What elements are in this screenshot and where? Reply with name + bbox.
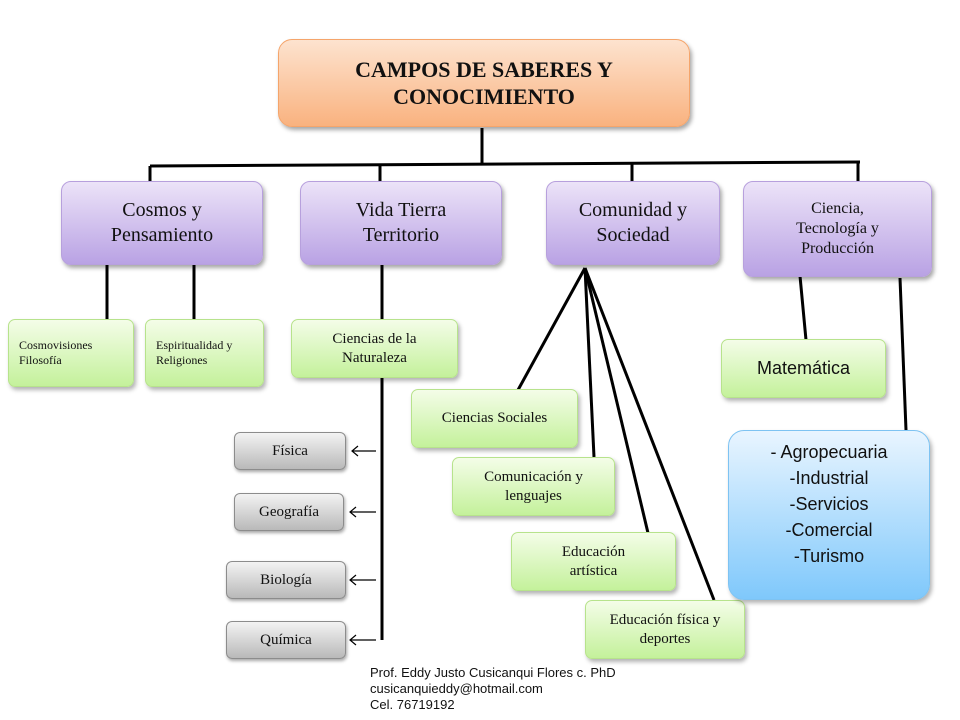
subject-geografia-label: Geografía [259,503,319,520]
area-cosmovisiones-label: Cosmovisiones Filosofía [19,338,93,367]
technical-item: -Industrial [789,468,869,488]
area-matematica: Matemática [721,339,886,398]
subject-fisica-label: Física [272,442,308,459]
area-cosmovisiones: Cosmovisiones Filosofía [8,319,134,387]
area-espiritualidad-label: Espiritualidad y Religiones [156,338,233,367]
subject-biologia-label: Biología [260,571,312,588]
area-educacion-artistica: Educación artística [511,532,676,591]
technical-areas-box: - Agropecuaria -Industrial -Servicios -C… [728,430,930,600]
technical-item: - Agropecuaria [770,442,888,462]
subject-fisica: Física [234,432,346,470]
subject-biologia: Biología [226,561,346,599]
field-vida: Vida Tierra Territorio [300,181,502,265]
area-matematica-label: Matemática [756,358,851,379]
field-comunidad-label: Comunidad y Sociedad [578,199,688,246]
field-cosmos: Cosmos y Pensamiento [61,181,263,265]
area-ciencias-sociales-label: Ciencias Sociales [441,410,548,427]
root-title-box: CAMPOS DE SABERES Y CONOCIMIENTO [278,39,690,127]
root-title: CAMPOS DE SABERES Y CONOCIMIENTO [355,56,613,110]
field-cosmos-label: Cosmos y Pensamiento [110,199,214,246]
area-comunicacion-label: Comunicación y lenguajes [484,468,583,504]
field-ciencia: Ciencia, Tecnología y Producción [743,181,932,277]
field-vida-label: Vida Tierra Territorio [355,199,447,246]
technical-item: -Servicios [789,494,869,514]
area-ciencias-naturaleza-label: Ciencias de la Naturaleza [332,330,417,366]
subject-geografia: Geografía [234,493,344,531]
area-comunicacion: Comunicación y lenguajes [452,457,615,516]
field-ciencia-label: Ciencia, Tecnología y Producción [796,200,879,257]
author-credit: Prof. Eddy Justo Cusicanqui Flores c. Ph… [370,665,616,713]
area-espiritualidad: Espiritualidad y Religiones [145,319,264,387]
field-comunidad: Comunidad y Sociedad [546,181,720,265]
subject-quimica-label: Química [260,631,312,648]
area-educacion-fisica-label: Educación física y deportes [609,611,721,647]
author-name: Prof. Eddy Justo Cusicanqui Flores c. Ph… [370,665,616,680]
subject-quimica: Química [226,621,346,659]
author-email: cusicanquieddy@hotmail.com [370,681,543,696]
area-ciencias-naturaleza: Ciencias de la Naturaleza [291,319,458,378]
area-ciencias-sociales: Ciencias Sociales [411,389,578,448]
author-phone: Cel. 76719192 [370,697,455,712]
area-educacion-artistica-label: Educación artística [561,543,626,579]
area-educacion-fisica: Educación física y deportes [585,600,745,659]
technical-item: -Comercial [785,520,873,540]
technical-item: -Turismo [793,546,865,566]
